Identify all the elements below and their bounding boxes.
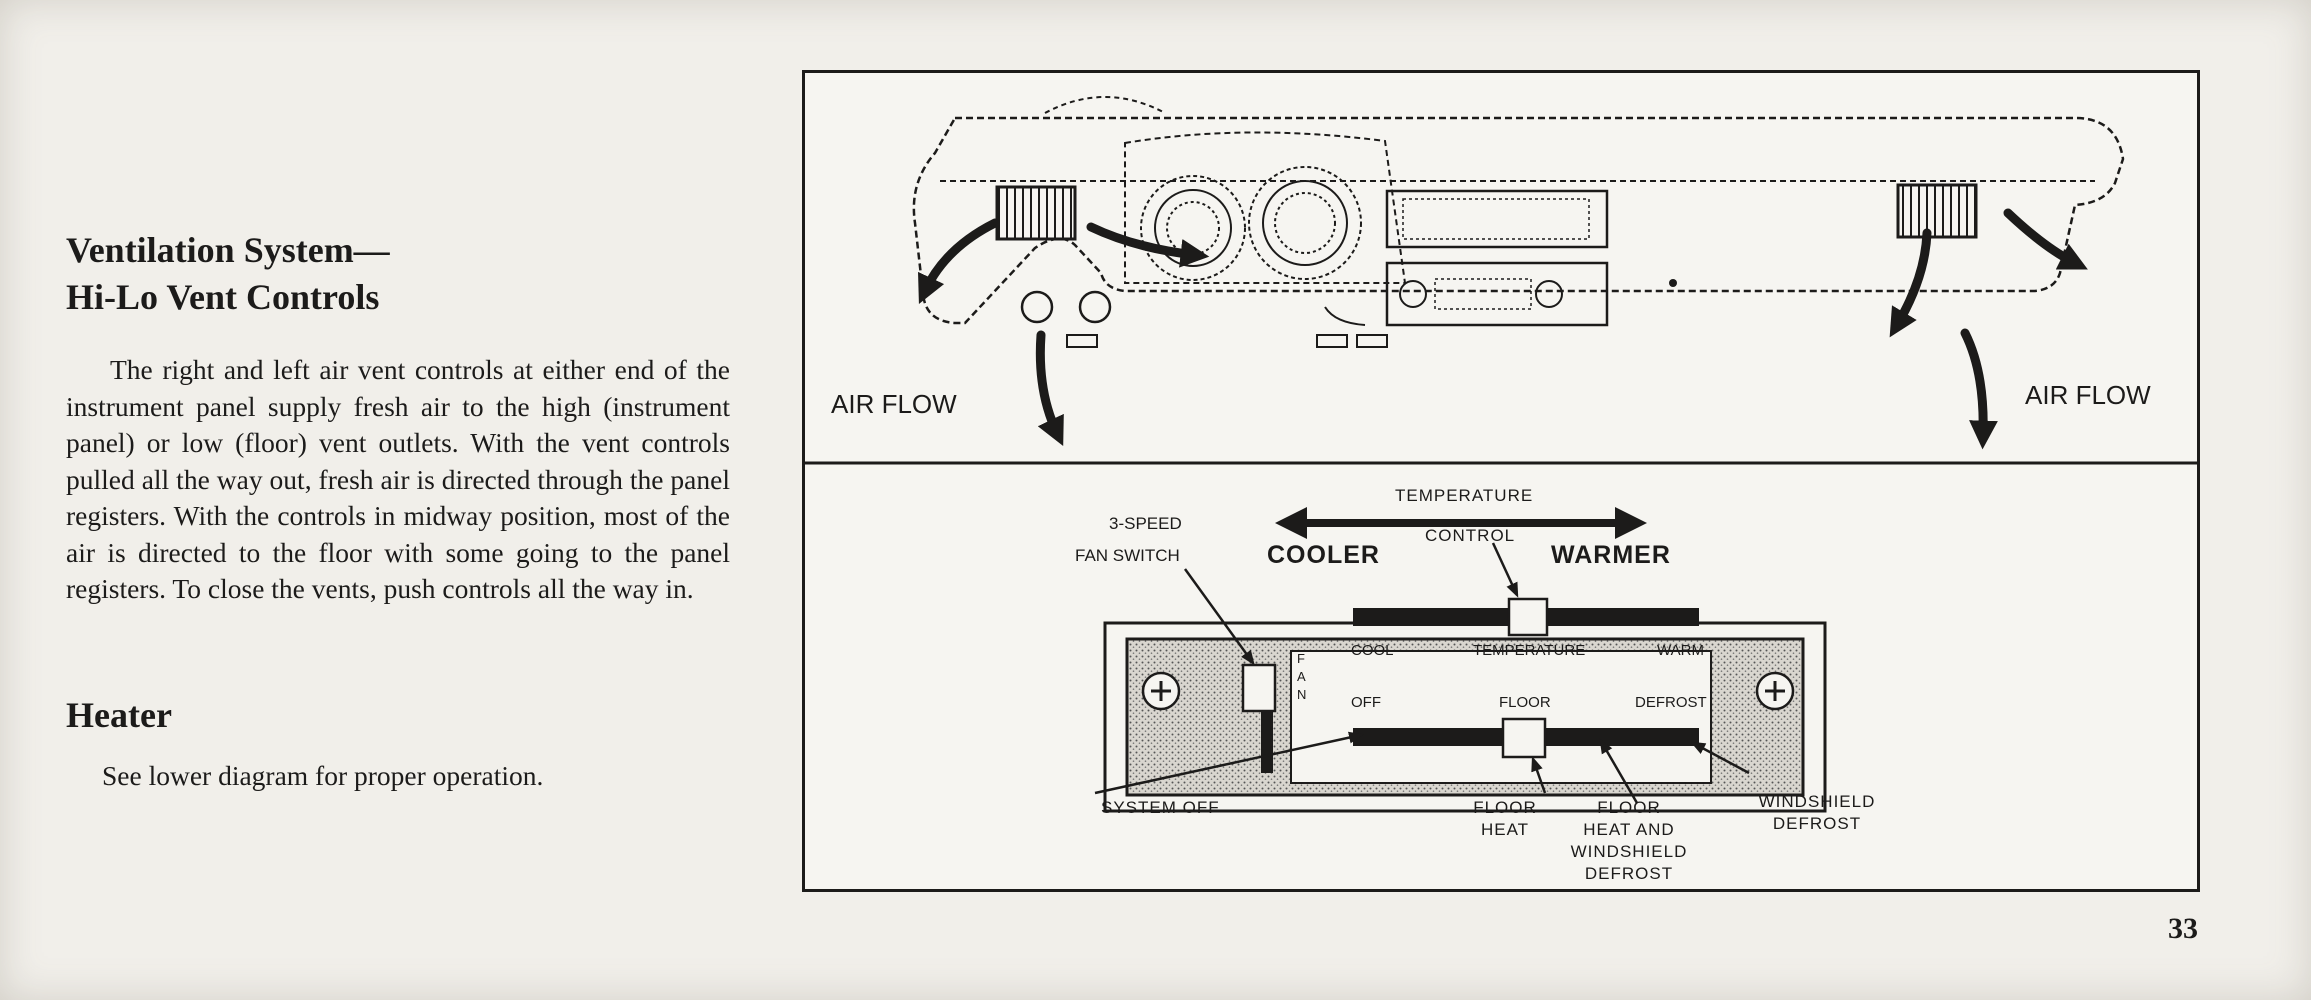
slider-label-cool: COOL	[1351, 642, 1394, 659]
section-title-heater: Heater	[66, 695, 172, 735]
fan-letter-n: N	[1297, 687, 1306, 702]
floor-heat-windshield-label-line1: FLOOR	[1597, 798, 1661, 817]
windshield-defrost-label-line1: WINDSHIELD	[1759, 792, 1876, 811]
control-label: CONTROL	[1425, 526, 1515, 545]
heater-body-text: See lower diagram for proper operation.	[102, 760, 544, 791]
page-number: 33	[2168, 912, 2198, 945]
fan-switch-label-line1: 3-SPEED	[1109, 514, 1182, 533]
slider-label-floor: FLOOR	[1499, 694, 1551, 711]
diagram-svg: AIR FLOW AIR FLOW TEMPERATURE CONTROL CO…	[805, 96, 2197, 883]
cooler-label: COOLER	[1267, 541, 1380, 569]
section-title-ventilation-line1: Ventilation System—	[66, 230, 390, 270]
floor-heat-windshield-label-line3: WINDSHIELD	[1571, 842, 1688, 861]
section-title-ventilation-line2: Hi-Lo Vent Controls	[66, 277, 380, 317]
show-through-text	[90, 82, 99, 120]
fan-switch-lever	[1241, 663, 1277, 713]
ventilation-body-text: The right and left air vent controls at …	[66, 354, 730, 604]
callout-arrows	[1094, 542, 1750, 804]
air-flow-arrows	[918, 208, 2088, 450]
slider-label-off: OFF	[1351, 694, 1381, 711]
slider-label-temperature: TEMPERATURE	[1473, 642, 1585, 659]
heater-control-head	[1103, 621, 1827, 813]
fan-switch-label-line2: FAN SWITCH	[1075, 546, 1180, 565]
function-slider-lever	[1501, 717, 1547, 759]
warmer-label: WARMER	[1551, 541, 1671, 569]
floor-heat-windshield-label-line4: DEFROST	[1585, 864, 1673, 883]
windshield-defrost-label-line2: DEFROST	[1773, 814, 1861, 833]
floor-heat-windshield-label-line2: HEAT AND	[1583, 820, 1674, 839]
fan-letter-a: A	[1297, 669, 1306, 684]
slider-label-defrost: DEFROST	[1635, 694, 1707, 711]
floor-heat-label-line1: FLOOR	[1473, 798, 1537, 817]
temperature-arrow-label: TEMPERATURE	[1395, 486, 1533, 505]
left-vent-register	[995, 185, 1077, 241]
right-vent-register	[1896, 183, 1978, 239]
system-off-label: SYSTEM OFF	[1101, 798, 1220, 817]
floor-heat-label-line2: HEAT	[1481, 820, 1529, 839]
instrument-panel-drawing	[912, 96, 2125, 348]
temperature-slider-lever	[1507, 597, 1549, 637]
ventilation-diagram-figure: AIR FLOW AIR FLOW TEMPERATURE CONTROL CO…	[802, 70, 2200, 892]
fan-letter-f: F	[1297, 651, 1305, 666]
air-flow-label-right: AIR FLOW	[2025, 380, 2151, 410]
slider-label-warm: WARM	[1657, 642, 1704, 659]
air-flow-label-left: AIR FLOW	[831, 389, 957, 419]
